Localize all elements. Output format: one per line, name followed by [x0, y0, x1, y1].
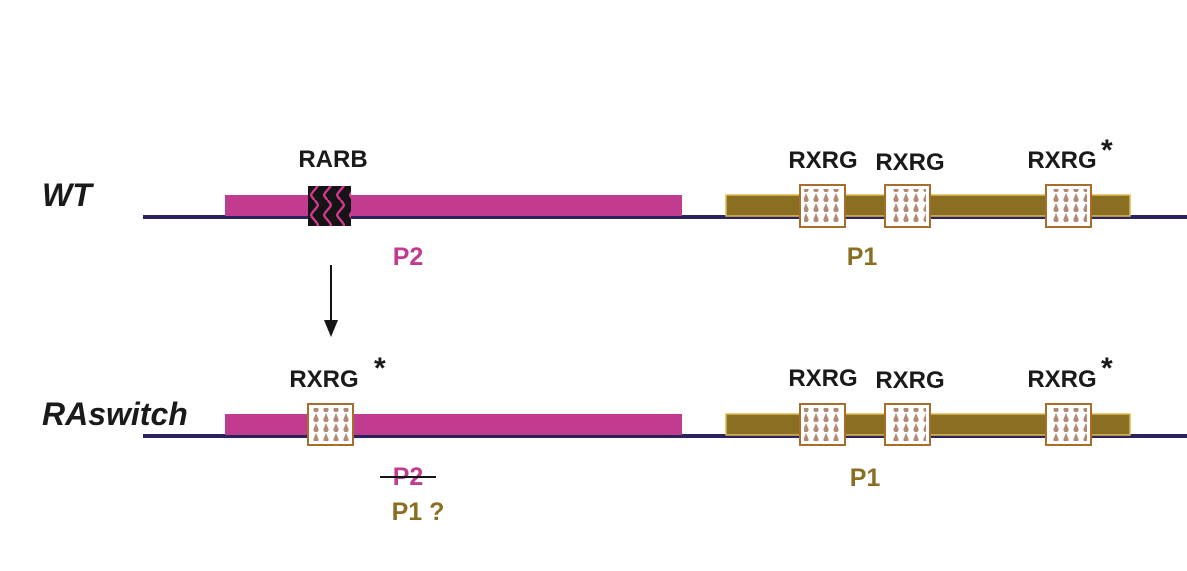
- raswitch-row-label: RAswitch: [42, 396, 188, 432]
- raswitch-rxrg-label-3: RXRG: [1027, 366, 1096, 393]
- raswitch-rxrg-element-1-icon: [799, 403, 846, 446]
- wt-p2-region: [225, 195, 682, 216]
- raswitch-dna-line: [143, 434, 1187, 438]
- wt-row-label: WT: [42, 177, 94, 213]
- wt-rxrg-label-3: RXRG: [1027, 147, 1096, 174]
- wt-p2-label: P2: [393, 243, 424, 271]
- raswitch-rxrg-element-2-icon: [884, 403, 931, 446]
- wt-rxrg-element-2-icon: [884, 184, 931, 228]
- wt-rxrg-star: *: [1101, 134, 1113, 167]
- wt-rxrg-element-1-icon: [799, 184, 846, 228]
- raswitch-rxrg-star: *: [1101, 352, 1113, 385]
- wt-rxrg-label-2: RXRG: [875, 149, 944, 176]
- raswitch-rxrg-switched-star: *: [374, 352, 386, 385]
- raswitch-p2-region: [225, 414, 682, 435]
- down-arrow-icon: [324, 265, 338, 337]
- wt-rxrg-element-3-icon: [1045, 184, 1092, 228]
- wt-rarb-element-icon: [308, 186, 351, 226]
- wt-row: WT RARB RXRG RXRG RXRG * P2 P1: [42, 134, 1187, 271]
- raswitch-rxrg-label-2: RXRG: [875, 367, 944, 394]
- wt-rxrg-label-1: RXRG: [788, 147, 857, 174]
- raswitch-row: RAswitch RXRG * RXRG RXRG RXRG * P2: [42, 352, 1187, 526]
- raswitch-rxrg-switched-element-icon: [307, 403, 354, 446]
- raswitch-p1-question-label: P1 ?: [392, 498, 445, 526]
- raswitch-p1-label: P1: [850, 464, 881, 492]
- wt-rarb-label: RARB: [298, 146, 367, 173]
- raswitch-rxrg-element-3-icon: [1045, 403, 1092, 446]
- raswitch-rxrg-switched-label: RXRG: [289, 366, 358, 393]
- raswitch-rxrg-label-1: RXRG: [788, 365, 857, 392]
- wt-p1-label: P1: [847, 243, 878, 271]
- wt-dna-line: [143, 215, 1187, 219]
